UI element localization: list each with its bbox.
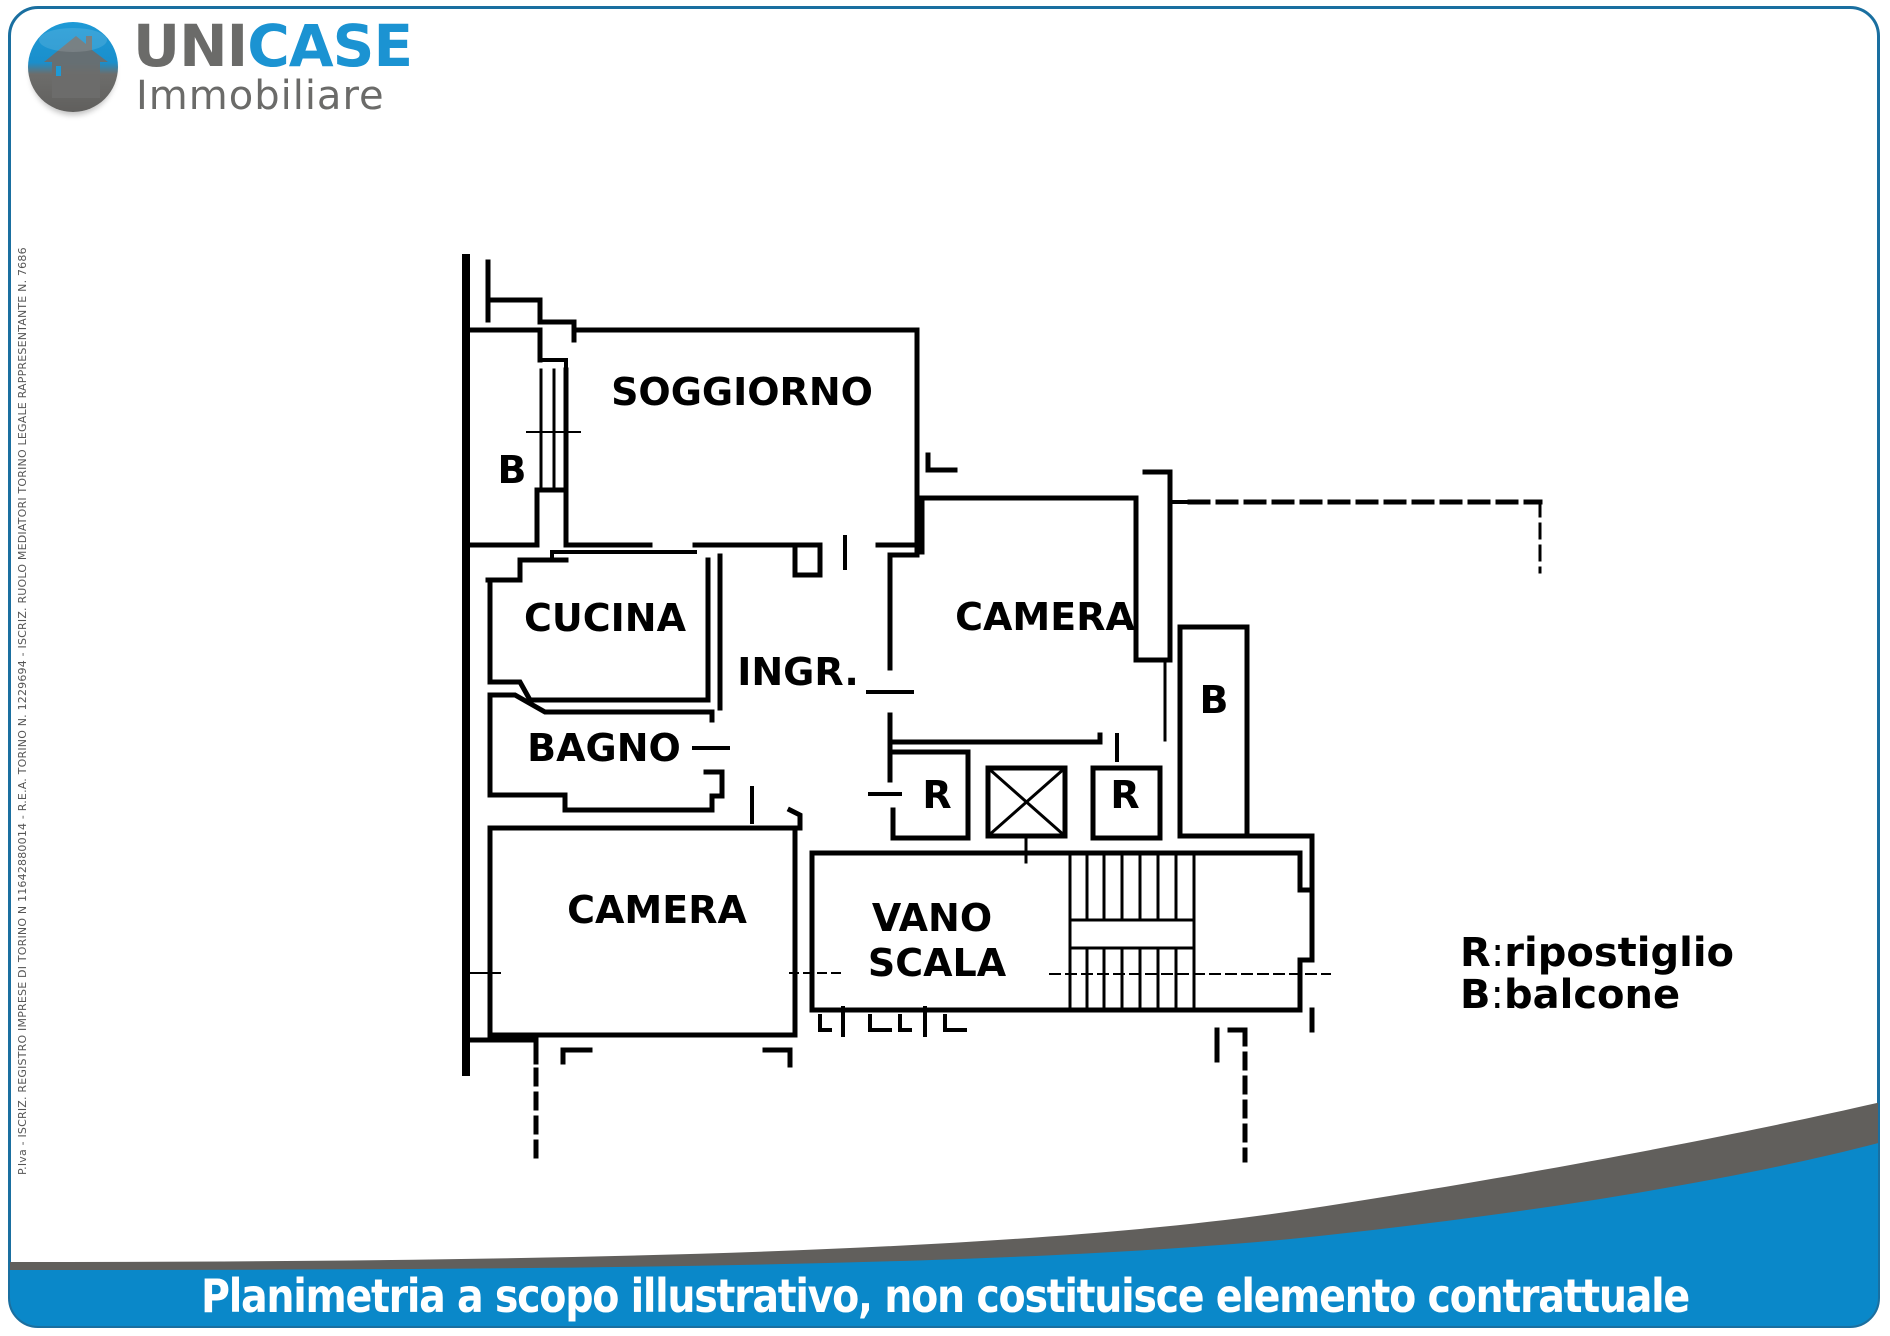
legend-value: ripostiglio: [1504, 930, 1735, 976]
room-label-ingresso: INGR.: [737, 650, 859, 694]
brand-logo: UNICASE Immobiliare: [28, 16, 498, 118]
house-sphere-icon: [28, 22, 118, 112]
brand-name-part2: CASE: [247, 12, 413, 80]
legend-item-ripostiglio: R:ripostiglio: [1460, 932, 1734, 974]
legend-item-balcone: B:balcone: [1460, 974, 1734, 1016]
room-label-ripostiglio-1: R: [922, 773, 952, 817]
brand-subtitle: Immobiliare: [136, 73, 385, 119]
room-label-balcone-left: B: [497, 448, 527, 492]
room-label-scala: SCALA: [867, 941, 1007, 985]
legend-separator: :: [1490, 930, 1505, 976]
room-label-soggiorno: SOGGIORNO: [611, 370, 873, 414]
room-label-vano: VANO: [871, 896, 993, 940]
disclaimer-text: Planimetria a scopo illustrativo, non co…: [201, 1269, 1690, 1323]
room-label-camera-bottom: CAMERA: [567, 888, 747, 932]
house-icon: [39, 28, 108, 98]
page-frame: [8, 6, 1880, 1328]
legend-separator: :: [1490, 972, 1504, 1018]
legend-value: balcone: [1503, 972, 1681, 1018]
brand-name-part1: UNI: [133, 12, 248, 80]
room-label-camera-right: CAMERA: [955, 595, 1135, 639]
floorplan-legend: R:ripostiglio B:balcone: [1460, 932, 1734, 1016]
legend-key: B: [1460, 972, 1491, 1018]
brand-wordmark: UNICASE: [133, 16, 413, 76]
room-label-cucina: CUCINA: [524, 596, 686, 640]
room-label-ripostiglio-2: R: [1110, 773, 1140, 817]
room-label-balcone-right: B: [1199, 678, 1229, 722]
room-label-bagno: BAGNO: [527, 726, 681, 770]
legend-key: R: [1460, 930, 1491, 976]
